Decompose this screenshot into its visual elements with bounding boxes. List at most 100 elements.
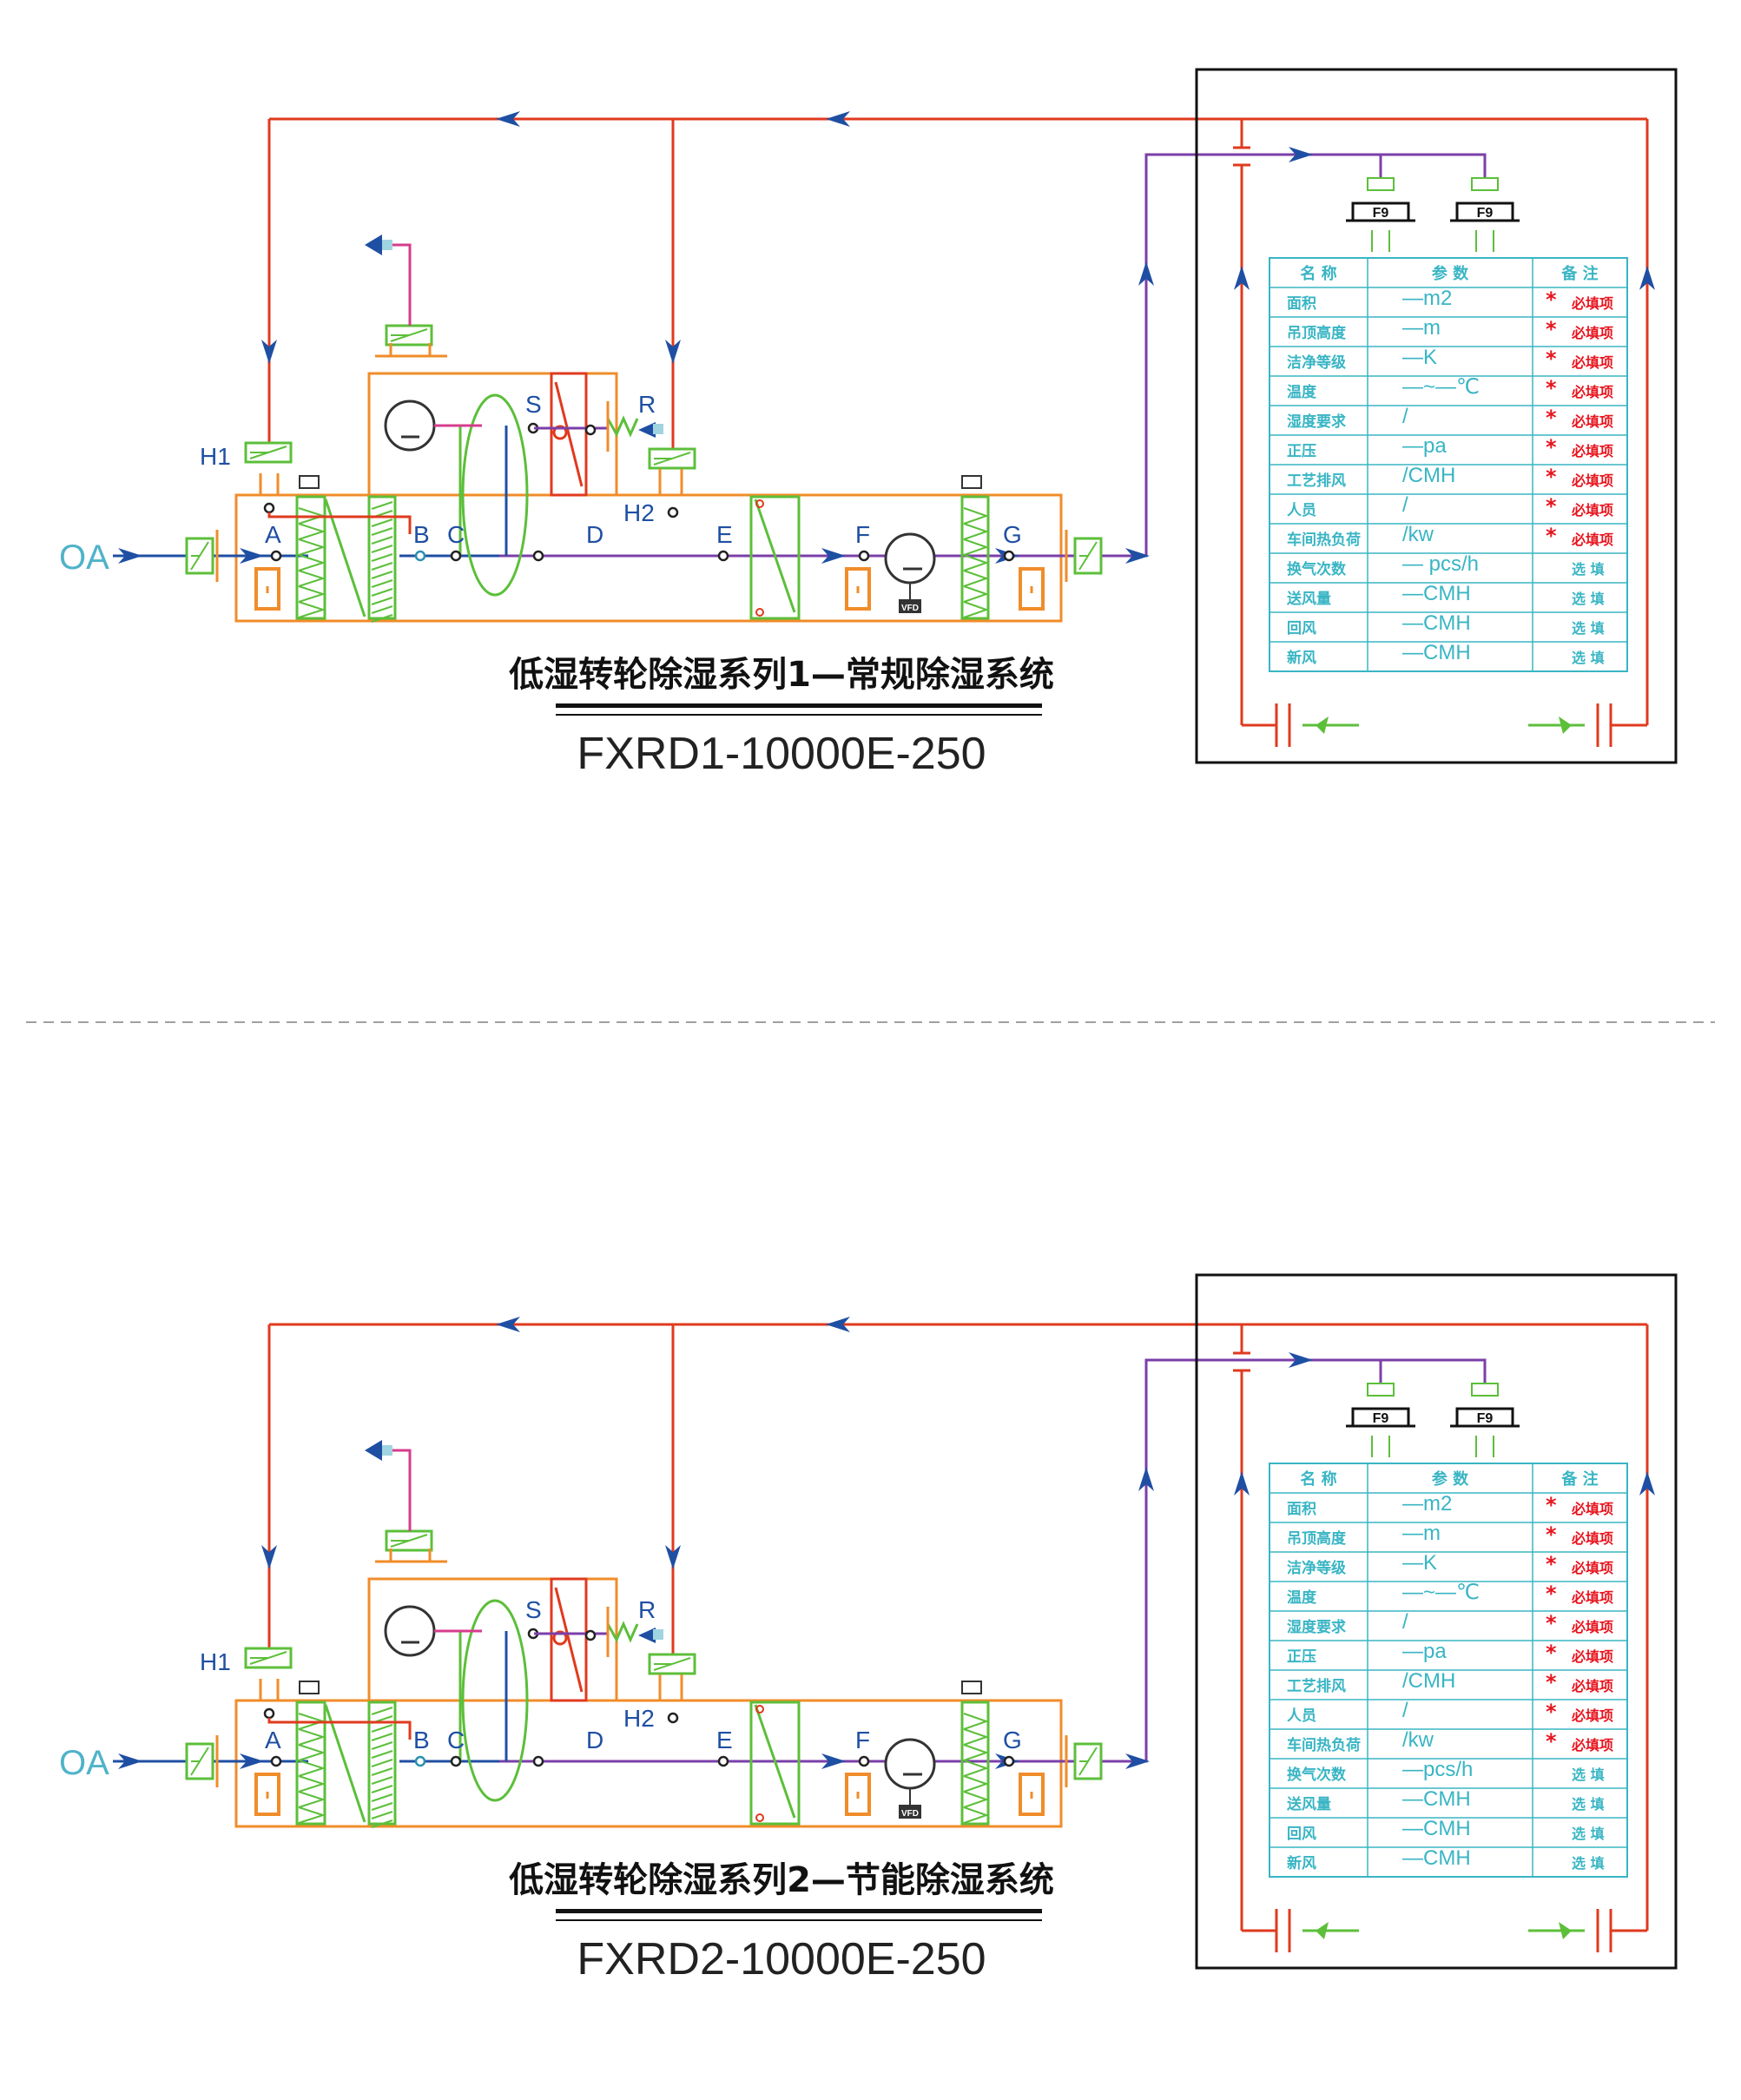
pre-filter — [295, 495, 326, 620]
point-d-sensor — [532, 550, 544, 562]
airflow-symbol — [1316, 717, 1329, 734]
dp-gauge — [299, 475, 320, 489]
regen-exhaust-duct — [392, 243, 412, 326]
table-name-cell: 新风 — [1287, 649, 1316, 667]
final-filter-pleat — [963, 538, 990, 556]
table-note-cell: 选 填 — [1572, 1767, 1605, 1783]
required-asterisk: * — [1546, 376, 1557, 400]
dp-gauge — [961, 1681, 982, 1694]
point-a-sensor — [270, 1755, 282, 1767]
final-filter-pleat — [963, 601, 990, 618]
table-param-cell: —~—℃ — [1402, 1581, 1480, 1604]
supply-flow-arrow — [240, 1753, 264, 1769]
table-param-cell: —CMH — [1402, 641, 1471, 664]
table-name-cell: 工艺排风 — [1287, 1677, 1346, 1695]
cleanroom-frame — [1195, 1273, 1678, 1970]
cleanroom-frame — [1195, 68, 1678, 764]
table-header-cell: 备 注 — [1560, 264, 1598, 283]
table-note-cell: 选 填 — [1572, 561, 1605, 578]
required-asterisk: * — [1546, 287, 1557, 312]
vfd-box — [899, 599, 921, 613]
required-asterisk: * — [1546, 524, 1557, 548]
access-door-a — [254, 567, 280, 611]
caption-rule-thin — [556, 714, 1042, 716]
supply-flow-arrow — [1289, 1352, 1313, 1368]
reheat-coil-hatch — [371, 1750, 393, 1759]
coil-connection — [755, 608, 764, 617]
supply-flow-arrow — [1289, 147, 1313, 162]
access-door-f — [845, 567, 871, 611]
reheat-coil-hatch — [371, 518, 393, 527]
exhaust-outlet-arrow — [365, 1440, 382, 1461]
exhaust-damper — [385, 1529, 433, 1552]
table-name-cell: 工艺排风 — [1287, 472, 1346, 490]
table-note-cell: 必填项 — [1571, 532, 1613, 548]
point-f-sensor — [858, 1755, 870, 1767]
table-param-cell: —pa — [1402, 1640, 1447, 1663]
table-param-cell: —CMH — [1402, 611, 1471, 635]
oa-flow-arrow — [118, 1753, 142, 1769]
table-header-cell: 参 数 — [1432, 264, 1469, 283]
reheat-coil-hatch — [371, 501, 393, 510]
f9-filter-label: F9 — [1373, 206, 1389, 221]
point-c-sensor — [450, 1755, 462, 1767]
table-param-cell: — pcs/h — [1402, 552, 1479, 576]
required-asterisk: * — [1546, 465, 1557, 489]
table-name-cell: 人员 — [1287, 502, 1316, 519]
desiccant-rotor — [461, 393, 529, 597]
pre-filter-pleat — [298, 1744, 326, 1761]
table-param-cell: —m — [1402, 316, 1441, 340]
required-asterisk: * — [1546, 1641, 1557, 1665]
required-asterisk: * — [1546, 1700, 1557, 1724]
table-name-cell: 温度 — [1287, 1588, 1317, 1607]
reheat-coil-hatch — [371, 1759, 393, 1767]
h1-label: H1 — [200, 443, 231, 470]
reheat-coil-hatch — [371, 1733, 393, 1741]
h1-label: H1 — [200, 1648, 231, 1675]
point-b-label: B — [413, 1727, 430, 1753]
return-flow-arrow — [261, 340, 277, 364]
table-param-cell: —K — [1402, 1551, 1437, 1575]
return-flow-arrow — [496, 111, 520, 127]
supply-flow-arrow — [821, 548, 846, 564]
table-name-cell: 正压 — [1287, 1648, 1316, 1666]
reheat-coil-hatch — [371, 527, 393, 536]
airflow-symbol — [1559, 1922, 1572, 1939]
dp-gauge — [961, 475, 982, 489]
table-note-cell: 必填项 — [1571, 1560, 1613, 1576]
table-name-cell: 新风 — [1287, 1854, 1316, 1872]
final-filter-pleat — [963, 585, 990, 603]
point-e-sensor — [717, 1755, 729, 1767]
return-flow-arrow — [1234, 266, 1250, 290]
cooling-coil — [324, 1704, 366, 1823]
regen-filter — [606, 415, 639, 438]
table-param-cell: /kw — [1402, 1728, 1434, 1752]
hepa-filter-box — [1471, 177, 1499, 191]
h2-damper — [648, 447, 696, 470]
supply-outlet-damper — [1073, 1742, 1103, 1780]
h1-damper — [244, 441, 293, 464]
table-name-cell: 洁净等级 — [1287, 353, 1346, 372]
table-name-cell: 送风量 — [1287, 1795, 1331, 1813]
point-b-label: B — [413, 521, 430, 548]
caption-rule-thick — [556, 703, 1042, 708]
airflow-symbol — [1316, 1922, 1329, 1939]
model-number: FXRD1-10000E-250 — [577, 729, 986, 779]
return-mix-duct — [267, 512, 412, 534]
table-note-cell: 必填项 — [1571, 1678, 1613, 1694]
oa-damper — [185, 537, 214, 575]
point-b-sensor — [414, 1755, 426, 1767]
reheat-coil-hatch — [371, 553, 393, 562]
coil-connection — [755, 499, 764, 508]
required-asterisk: * — [1546, 494, 1557, 518]
required-asterisk: * — [1546, 406, 1557, 430]
table-param-cell: /CMH — [1402, 464, 1455, 487]
after-cooling-coil-blade — [754, 499, 796, 613]
regen-fan — [384, 400, 436, 452]
access-door-g — [1019, 567, 1045, 611]
supply-outlet-damper — [1073, 537, 1103, 575]
table-name-cell: 面积 — [1287, 1501, 1316, 1518]
desiccant-rotor — [461, 1599, 529, 1802]
table-param-cell: —CMH — [1402, 1787, 1471, 1811]
